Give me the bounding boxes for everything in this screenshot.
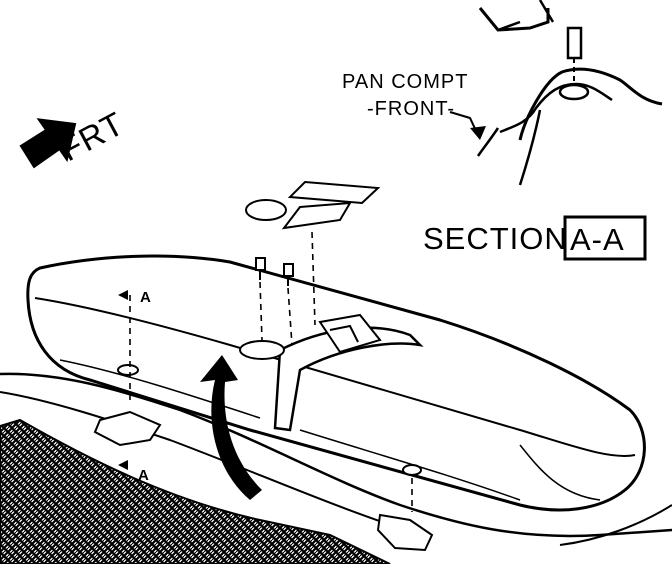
- access-cover: [245, 199, 287, 221]
- pan-front-label: -FRONT-: [367, 98, 455, 120]
- section-cut-top: A: [118, 289, 151, 306]
- section-cut-top-label: A: [140, 289, 151, 306]
- section-detail: [449, 0, 663, 186]
- section-bolt: [566, 26, 583, 60]
- curved-arrow-up-icon: [200, 355, 262, 500]
- section-id: A-A: [570, 222, 625, 257]
- section-word: SECTION: [423, 221, 568, 256]
- arrow-down-left-icon: [19, 118, 77, 169]
- section-id-box: [563, 215, 647, 261]
- section-title: SECTION A-A: [423, 215, 647, 261]
- section-cut-bottom-label: A: [138, 467, 149, 484]
- exploded-parts: [129, 180, 413, 512]
- insulator-pad-upper: [287, 180, 381, 205]
- bolt-right: [283, 263, 294, 286]
- front-direction-label: FRT: [54, 104, 130, 168]
- bolt-left: [255, 257, 266, 280]
- fuel-tank: [26, 254, 646, 552]
- floor-pan: [0, 372, 672, 564]
- insulator-pad-lower: [281, 201, 352, 230]
- section-cut-bottom: A: [118, 460, 149, 484]
- pan-compartment-label: PAN COMPT: [342, 71, 468, 93]
